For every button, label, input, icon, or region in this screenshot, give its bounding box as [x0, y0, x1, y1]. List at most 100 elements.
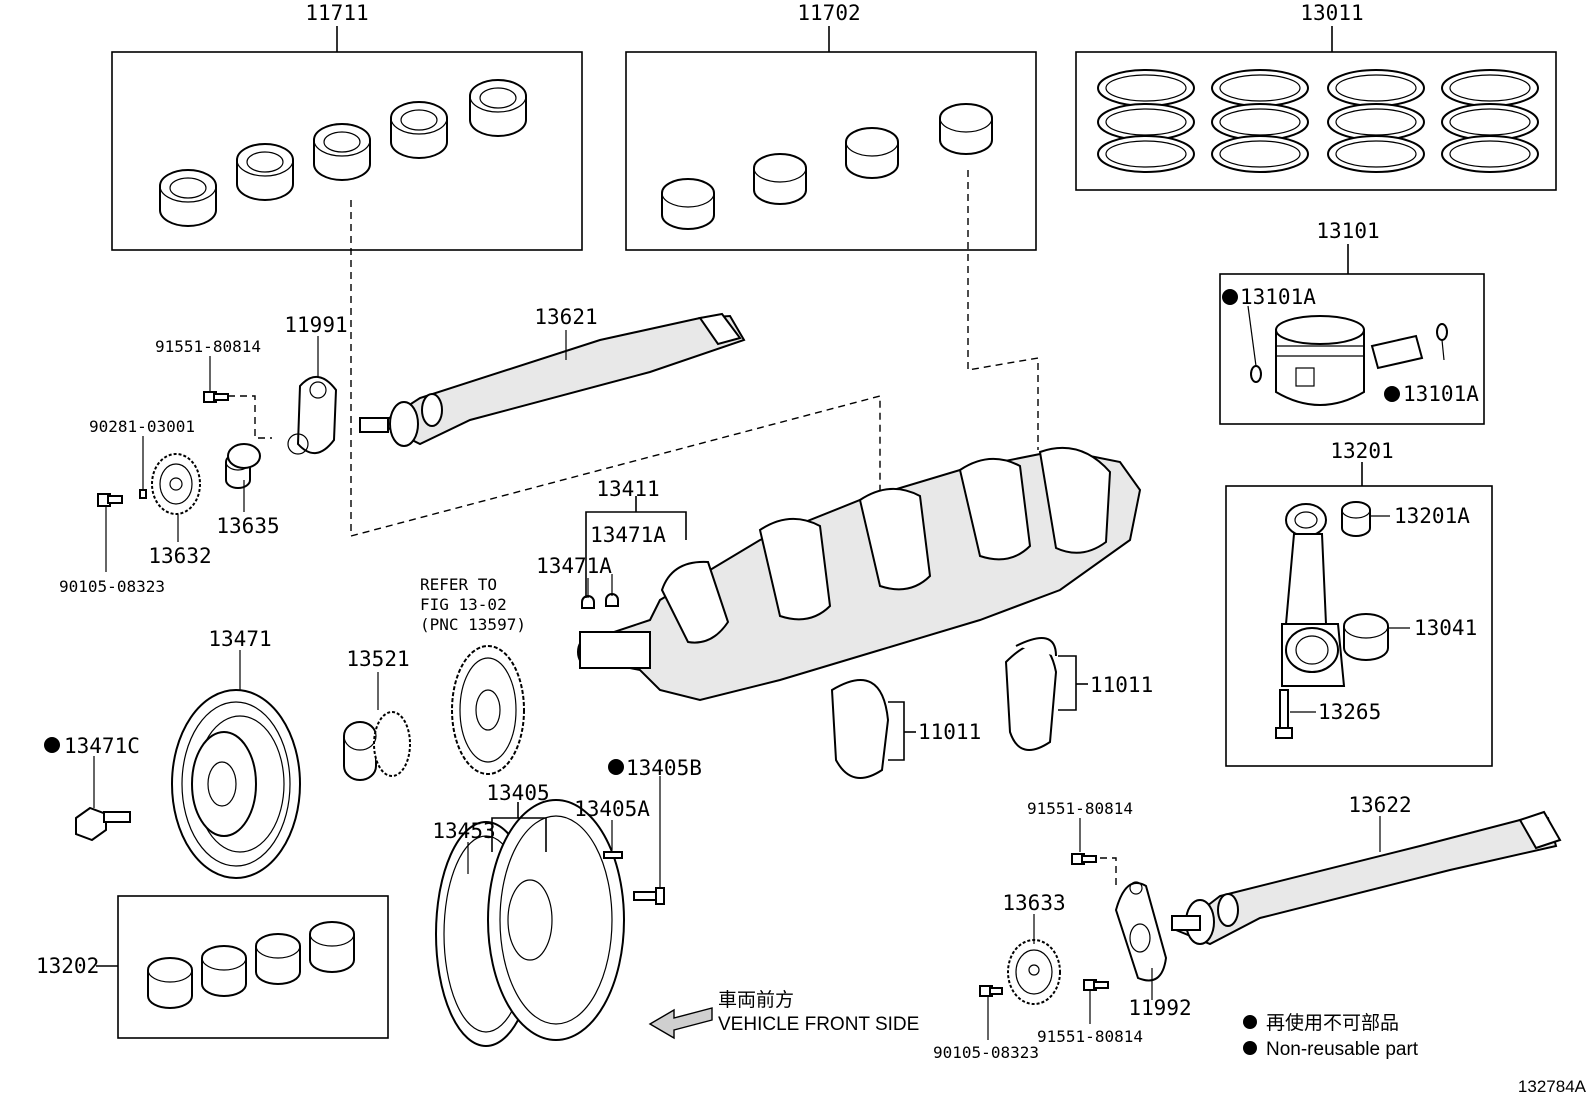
piston-ring-set-icon — [1211, 69, 1309, 173]
thrust-washer-icon — [830, 679, 890, 779]
connecting-rod-bolt-icon — [1275, 689, 1293, 739]
label-13471C: 13471C — [64, 734, 140, 758]
label-11702: 11702 — [797, 1, 860, 25]
group-11711-main-bearings: 11711 — [111, 1, 583, 251]
label-90105-08323: 90105-08323 — [933, 1043, 1039, 1062]
label-13405B: 13405B — [626, 756, 702, 780]
label-13632: 13632 — [148, 544, 211, 568]
label-13041: 13041 — [1414, 616, 1477, 640]
label-13101A: 13101A — [1240, 285, 1316, 309]
balance-shaft-drive-left: 11991 91551-80814 13635 13632 90281-0300… — [59, 313, 348, 596]
bolt-13405B: 13405B — [608, 756, 702, 905]
non-reusable-dot-icon — [1384, 386, 1400, 402]
label-13633: 13633 — [1002, 891, 1065, 915]
bolt-icon — [97, 493, 123, 507]
bolt-icon — [979, 985, 1003, 997]
vehicle-front-en: VEHICLE FRONT SIDE — [718, 1014, 919, 1035]
connecting-rod-bushing-icon — [1341, 501, 1371, 537]
piston-icon — [1275, 315, 1365, 406]
label-90105-08323: 90105-08323 — [59, 577, 165, 596]
label-91551-80814: 91551-80814 — [1027, 799, 1133, 818]
piston-ring-set-icon — [1441, 69, 1539, 173]
piston-ring-set-icon — [1327, 69, 1425, 173]
bracket-11992-icon — [1114, 881, 1168, 982]
reference-dashed-lines — [228, 170, 1117, 888]
bearing-icon — [201, 945, 247, 997]
legend-en: Non-reusable part — [1266, 1039, 1419, 1060]
label-11991: 11991 — [284, 313, 347, 337]
pulley-bolt-13471C: 13471C — [44, 734, 140, 842]
label-13011: 13011 — [1300, 1, 1363, 25]
group-13201-connecting-rod: 13201 13201A 13041 13265 — [1225, 439, 1493, 767]
non-reusable-dot-icon — [1243, 1041, 1257, 1055]
label-13471A: 13471A — [536, 554, 612, 578]
bearing-icon — [309, 921, 355, 973]
label-90281-03001: 90281-03001 — [89, 417, 195, 436]
crankshaft-pulley-13471: 13471 — [171, 627, 301, 879]
refer-note: REFER TO FIG 13-02 (PNC 13597) — [420, 575, 526, 634]
main-bearing-icon — [469, 79, 527, 137]
label-13411: 13411 — [596, 477, 659, 501]
label-11711: 11711 — [305, 1, 368, 25]
main-bearing-icon — [159, 169, 217, 227]
label-13471: 13471 — [208, 627, 271, 651]
bolt-icon — [1071, 853, 1097, 865]
pin-13405A: 13405A — [574, 797, 650, 859]
label-13635: 13635 — [216, 514, 279, 538]
refer-line-3: (PNC 13597) — [420, 615, 526, 634]
piston-ring-set-icon — [1097, 69, 1195, 173]
thrust-washers: 11011 11011 — [830, 637, 1153, 779]
group-11702-bearings: 11702 — [625, 1, 1037, 251]
label-91551-80814: 91551-80814 — [1037, 1027, 1143, 1046]
label-13521: 13521 — [346, 647, 409, 671]
group-13101-piston: 13101A 13101A 13101 — [1219, 219, 1485, 425]
main-bearing-icon — [313, 123, 371, 181]
label-13471A: 13471A — [590, 523, 666, 547]
crankshaft-gear-13521: 13521 — [343, 647, 411, 781]
timing-sprocket-icon — [451, 645, 525, 775]
thrust-washer-icon — [1004, 637, 1058, 751]
non-reusable-dot-icon — [608, 759, 624, 775]
label-11011: 11011 — [918, 720, 981, 744]
snap-ring-icon — [1436, 323, 1448, 341]
bearing-icon — [939, 103, 993, 155]
label-13622: 13622 — [1348, 793, 1411, 817]
crankshaft: 13411 13471A 13471A — [536, 446, 1142, 702]
gear-13633-icon — [1007, 939, 1061, 1005]
label-13453: 13453 — [432, 819, 495, 843]
spacer-13635-icon — [225, 443, 261, 489]
bearing-icon — [147, 957, 193, 1009]
refer-line-1: REFER TO — [420, 575, 497, 594]
refer-line-2: FIG 13-02 — [420, 595, 507, 614]
vehicle-front-indicator: 車両前方 VEHICLE FRONT SIDE — [648, 989, 919, 1040]
front-arrow-icon — [648, 1007, 713, 1040]
bearing-icon — [255, 933, 301, 985]
crank-damper-13405: 13405 13453 — [432, 781, 625, 1047]
connecting-rod-bearing-icon — [1343, 613, 1389, 661]
connecting-rod-icon — [1281, 503, 1346, 687]
bolt-icon — [1083, 979, 1109, 991]
bracket-11991-icon — [287, 376, 338, 455]
vehicle-front-jp: 車両前方 — [718, 989, 794, 1011]
main-bearing-icon — [236, 143, 294, 201]
legend-jp: 再使用不可部品 — [1266, 1012, 1399, 1034]
non-reusable-dot-icon — [44, 737, 60, 753]
piston-pin-icon — [1370, 334, 1424, 370]
bearing-icon — [753, 153, 807, 205]
woodruff-key-icon — [581, 593, 619, 609]
label-13202: 13202 — [36, 954, 99, 978]
snap-ring-icon — [1250, 365, 1262, 383]
label-13405A: 13405A — [574, 797, 650, 821]
label-13201: 13201 — [1330, 439, 1393, 463]
label-13201A: 13201A — [1394, 504, 1470, 528]
label-13405: 13405 — [486, 781, 549, 805]
label-11992: 11992 — [1128, 996, 1191, 1020]
balance-shaft-13622: 13622 — [1171, 793, 1562, 946]
gear-13632-icon — [151, 453, 201, 515]
group-13202-bearings: 13202 — [36, 895, 389, 1039]
non-reusable-dot-icon — [1222, 289, 1238, 305]
bearing-icon — [845, 127, 899, 179]
bearing-icon — [661, 178, 715, 230]
legend: 再使用不可部品 Non-reusable part — [1243, 1012, 1419, 1060]
